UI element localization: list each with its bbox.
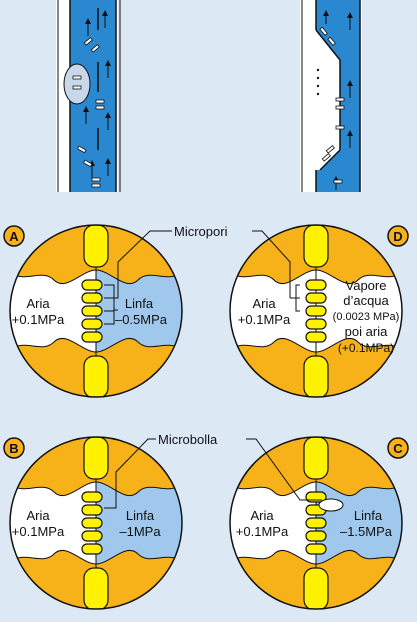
panel-a-badge: [3, 225, 25, 247]
panel-a-right-line-2: –0.5MPa: [115, 312, 168, 327]
microbolla-callout: Microbolla: [104, 432, 322, 509]
panel-a-left-line-1: Aria: [26, 296, 50, 311]
panel-a: A Aria +0.1MPa Linfa –0.5MPa: [3, 224, 183, 398]
panel-b-right-line-2: –1MPa: [119, 524, 161, 539]
panel-d-badge-label: D: [393, 229, 402, 244]
panel-c-badge: [387, 437, 409, 459]
panel-c: C Aria +0.1MPa Linfa –1.5MPa: [229, 436, 409, 610]
microbubble: [318, 498, 344, 512]
panel-d-left-line-2: +0.1MPa: [238, 312, 291, 327]
panel-b-circle: [9, 436, 183, 610]
panel-b: B Aria +0.1MPa Linfa –1MPa: [3, 436, 183, 610]
panel-d-right-line-2: d’acqua: [343, 293, 389, 308]
panel-d-pore-leader: [290, 284, 300, 312]
panel-c-circle: [229, 436, 403, 610]
panel-d-circle: [229, 224, 403, 398]
panel-a-left-line-2: +0.1MPa: [12, 312, 65, 327]
panel-b-left-line-2: +0.1MPa: [12, 524, 65, 539]
panel-c-right-line-2: –1.5MPa: [340, 524, 393, 539]
panel-c-left-line-1: Aria: [250, 508, 274, 523]
panel-b-badge-label: B: [9, 441, 18, 456]
panel-d-badge: [387, 225, 409, 247]
panel-d-left-line-1: Aria: [252, 296, 276, 311]
xylem-vessel-left: [56, 0, 121, 192]
panel-c-badge-label: C: [393, 441, 403, 456]
panel-a-badge-label: A: [9, 229, 19, 244]
panel-c-right-line-1: Linfa: [354, 508, 383, 523]
panel-a-right-line-1: Linfa: [125, 296, 154, 311]
micropori-label: Micropori: [174, 224, 228, 239]
microbolla-label: Microbolla: [158, 432, 218, 447]
panel-d-right-line-3: (0.0023 MPa): [333, 311, 400, 323]
panel-d: D Aria +0.1MPa Vapore d’acqua (0.0023 MP…: [229, 224, 409, 398]
panel-b-right-line-1: Linfa: [126, 508, 155, 523]
panel-d-right-line-1: Vapore: [346, 278, 387, 293]
panel-b-badge: [3, 437, 25, 459]
panel-a-circle: [9, 224, 183, 398]
panel-d-right-line-4: poi aria: [345, 324, 388, 339]
xylem-vessel-right: [300, 0, 362, 192]
micropori-callout: Micropori: [104, 224, 291, 299]
panel-c-left-line-2: +0.1MPa: [236, 524, 289, 539]
panel-d-right-line-5: (+0.1MPa): [338, 341, 394, 355]
panel-b-left-line-1: Aria: [26, 508, 50, 523]
